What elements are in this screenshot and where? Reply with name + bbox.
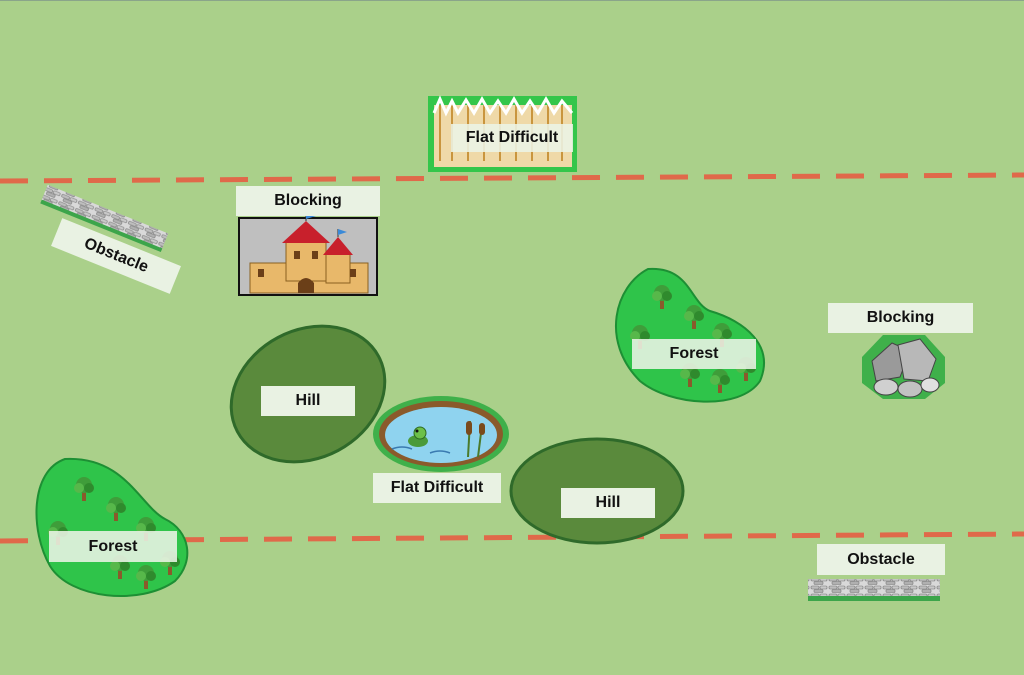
deployment-line-top	[0, 172, 1024, 184]
pond-label: Flat Difficult	[373, 473, 501, 503]
forest-right-shape[interactable]	[615, 267, 765, 403]
obstacle-right-label: Obstacle	[817, 544, 945, 575]
forest-left-label: Forest	[49, 531, 177, 562]
hill-left-label: Hill	[261, 386, 355, 416]
deployment-line-bottom	[0, 531, 1024, 544]
stone-wall-icon-right[interactable]	[808, 579, 940, 601]
boulders-icon[interactable]	[862, 335, 945, 399]
pond-frog-icon[interactable]	[373, 396, 509, 472]
stone-wall-icon[interactable]	[40, 184, 169, 253]
blocking-rocks-label: Blocking	[828, 303, 973, 333]
blocking-castle-label: Blocking	[236, 186, 380, 216]
forest-left-shape[interactable]	[35, 457, 189, 597]
forest-right-label: Forest	[632, 339, 756, 369]
castle-icon[interactable]	[238, 213, 378, 296]
flat-difficult-top-label: Flat Difficult	[451, 124, 573, 152]
hill-center-label: Hill	[561, 488, 655, 518]
